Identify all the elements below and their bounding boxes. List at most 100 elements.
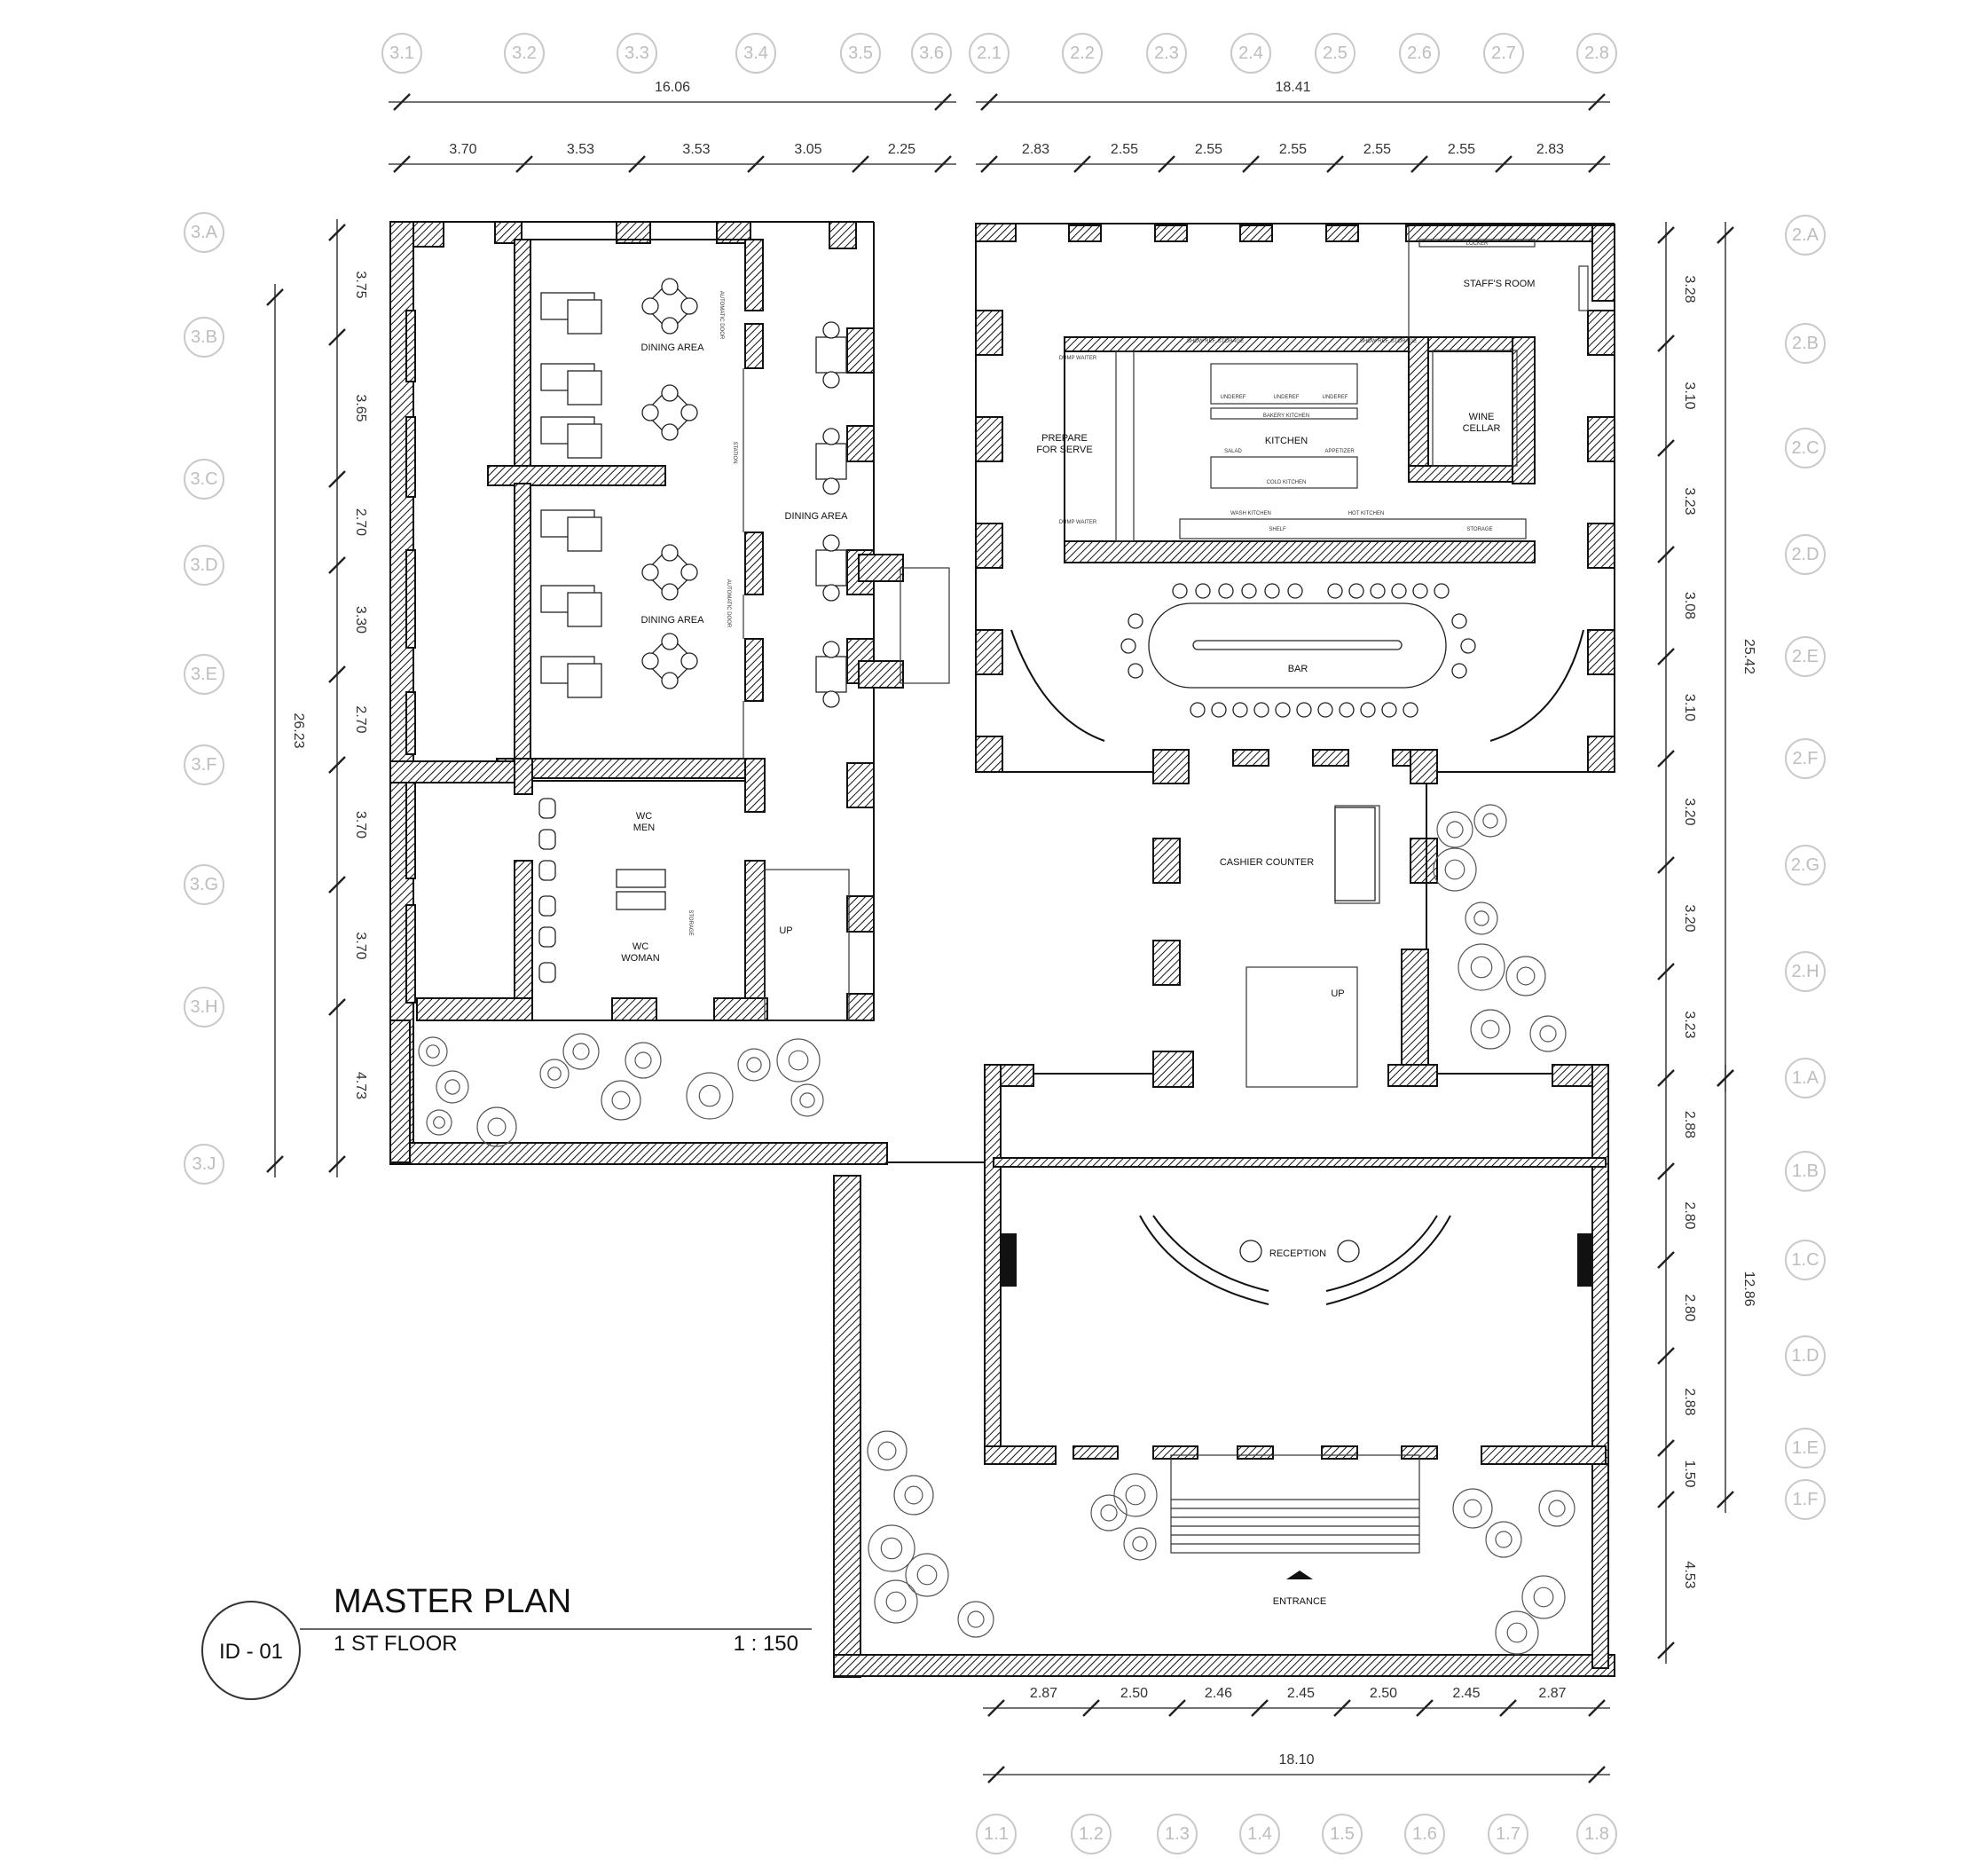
dim-top-right-tick-1 xyxy=(1073,155,1091,173)
bar-stool xyxy=(1403,702,1418,718)
dim-top-left-tick-5 xyxy=(934,155,952,173)
grid-bubble-right-0: 2.A xyxy=(1785,215,1826,256)
dining-table xyxy=(643,280,696,333)
dim-left-tick-2 xyxy=(328,470,346,488)
corridor-chair xyxy=(822,321,840,339)
dining-chair xyxy=(680,297,698,315)
dining-chair xyxy=(641,652,659,670)
tree-core xyxy=(904,1485,923,1505)
bar-stool xyxy=(1460,638,1476,654)
tree xyxy=(426,1109,452,1136)
bar-stool xyxy=(1275,702,1291,718)
tree-core xyxy=(611,1090,631,1110)
dim-left-tick-1 xyxy=(328,328,346,346)
tree xyxy=(476,1106,517,1147)
label-cold-kitchen: COLD KITCHEN xyxy=(1267,480,1307,485)
tree-core xyxy=(916,1564,938,1586)
dim-top-right-tick-0 xyxy=(980,155,998,173)
grid-bubble-right-11: 1.D xyxy=(1785,1335,1826,1376)
grid-bubble-top-5-label: 3.6 xyxy=(919,43,944,63)
dim-right-tick-5 xyxy=(1657,750,1675,768)
grid-bubble-left-0: 3.A xyxy=(184,212,224,253)
grid-bubble-bottom-6-label: 1.7 xyxy=(1496,1824,1520,1844)
tree-core xyxy=(487,1117,507,1137)
reception-chair xyxy=(1239,1240,1262,1263)
grid-bubble-topr-7-label: 2.8 xyxy=(1584,43,1609,63)
dim-top-right-tick-4 xyxy=(1326,155,1344,173)
tree-core xyxy=(1463,1499,1482,1518)
dim-right-total-upper-tick-0 xyxy=(1717,226,1734,244)
dim-left-text-4: 2.70 xyxy=(353,705,368,733)
bar-stool xyxy=(1218,583,1234,599)
bar-stool xyxy=(1412,583,1428,599)
dim-top-right-tick-7 xyxy=(1588,155,1606,173)
dim-bottom-tick-3 xyxy=(1251,1699,1269,1717)
bar-stool xyxy=(1287,583,1303,599)
grid-bubble-top-4: 3.5 xyxy=(840,33,881,74)
dim-right-tick-1 xyxy=(1657,335,1675,352)
dining-chair xyxy=(661,583,679,601)
grid-bubble-top-4-label: 3.5 xyxy=(848,43,873,63)
grid-bubble-right-1: 2.B xyxy=(1785,323,1826,364)
drawing-scale: 1 : 150 xyxy=(734,1632,798,1656)
grid-bubble-topr-0: 2.1 xyxy=(969,33,1010,74)
tree xyxy=(893,1475,934,1516)
label-staffs-room: STAFF'S ROOM xyxy=(1464,279,1536,289)
grid-bubble-right-6-label: 2.G xyxy=(1791,855,1819,875)
dim-top-right-total-tick-0 xyxy=(980,93,998,111)
dim-right-text-3: 3.08 xyxy=(1682,592,1697,619)
grid-bubble-bottom-6: 1.7 xyxy=(1488,1814,1528,1854)
tree xyxy=(874,1579,918,1624)
dim-right-text-10: 2.80 xyxy=(1682,1294,1697,1321)
tree xyxy=(905,1553,949,1597)
booth-table xyxy=(567,299,602,335)
grid-bubble-right-6: 2.G xyxy=(1785,845,1826,886)
tree-core xyxy=(1495,1531,1513,1548)
booth-table xyxy=(567,592,602,627)
dim-left-tick-6 xyxy=(328,876,346,894)
grid-bubble-right-2: 2.C xyxy=(1785,428,1826,468)
tree xyxy=(867,1430,908,1471)
tree xyxy=(776,1038,821,1083)
tree-core xyxy=(572,1043,590,1060)
grid-bubble-topr-2-label: 2.3 xyxy=(1154,43,1179,63)
dim-top-left-tick-0 xyxy=(393,155,411,173)
dim-top-left-text-3: 3.05 xyxy=(794,142,821,157)
dim-bottom-text-2: 2.46 xyxy=(1205,1686,1232,1701)
label-automatic-door-2: AUTOMATIC DOOR xyxy=(726,579,731,628)
grid-bubble-left-7: 3.H xyxy=(184,987,224,1027)
tree-core xyxy=(1539,1025,1557,1043)
grid-bubble-right-3: 2.D xyxy=(1785,534,1826,575)
dim-right-tick-6 xyxy=(1657,856,1675,874)
dining-table xyxy=(643,634,696,688)
bar-stool xyxy=(1370,583,1386,599)
corridor-chair xyxy=(822,371,840,389)
dim-top-left-tick-2 xyxy=(628,155,646,173)
dim-bottom-total-text-0: 18.10 xyxy=(1278,1752,1314,1768)
label-entrance: ENTRANCE xyxy=(1273,1596,1327,1607)
tree xyxy=(1538,1490,1575,1527)
grid-bubble-top-1: 3.2 xyxy=(504,33,545,74)
grid-bubble-bottom-5-label: 1.6 xyxy=(1412,1824,1437,1844)
label-underef-3: UNDEREF xyxy=(1322,395,1348,400)
grid-bubble-top-2-label: 3.3 xyxy=(625,43,649,63)
label-wine-cellar-1: WINE xyxy=(1469,412,1495,422)
dim-top-right-text-1: 2.55 xyxy=(1111,142,1138,157)
dim-left-text-2: 2.70 xyxy=(353,508,368,536)
label-salad: SALAD xyxy=(1224,449,1242,454)
bar-stool xyxy=(1327,583,1343,599)
dim-right-tick-11 xyxy=(1657,1347,1675,1365)
dim-right-tick-8 xyxy=(1657,1069,1675,1087)
dim-right-total-lower-text-0: 12.86 xyxy=(1741,1271,1756,1306)
bar-stool xyxy=(1190,702,1206,718)
label-bar: BAR xyxy=(1288,664,1308,674)
grid-bubble-right-4: 2.E xyxy=(1785,636,1826,677)
dim-top-left-text-0: 3.70 xyxy=(449,142,476,157)
bar-stool xyxy=(1348,583,1364,599)
label-prepare-2: FOR SERVE xyxy=(1036,445,1092,455)
bar-stool xyxy=(1195,583,1211,599)
tree-core xyxy=(1548,1500,1566,1517)
dim-top-left-text-1: 3.53 xyxy=(567,142,594,157)
dim-top-left-total-text-0: 16.06 xyxy=(655,80,690,95)
